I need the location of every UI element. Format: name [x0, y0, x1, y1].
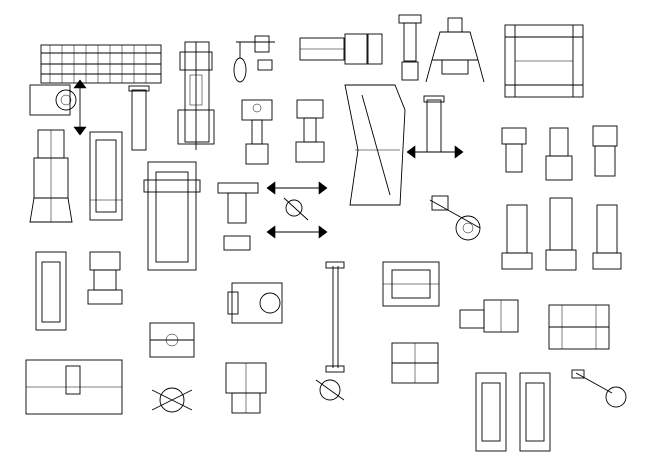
squat-rack-top-b — [519, 372, 551, 452]
barbell-vertical — [325, 261, 345, 373]
dumbbell-rack-top — [40, 44, 162, 84]
weight-rack-top — [25, 359, 123, 415]
leg-curl-side — [459, 299, 519, 333]
crossover-cable-side — [225, 362, 267, 414]
dumbbell-side — [423, 95, 445, 153]
leg-press-machine-top — [29, 84, 77, 116]
flat-bench-press-side — [299, 33, 383, 65]
rowing-machine-top — [35, 251, 67, 331]
bench-flat-top-c — [592, 204, 622, 270]
smith-machine-side — [344, 84, 406, 206]
pull-up-bar-side — [128, 85, 150, 151]
kettlebell-grip-side — [571, 369, 627, 408]
bench-small-top — [501, 127, 527, 173]
arrow-horizontal-lower — [266, 225, 328, 239]
stationary-bike-top — [283, 197, 309, 221]
bike-pedal-top — [315, 379, 345, 401]
treadmill-top-small — [89, 131, 123, 221]
cable-pulley-tower-front — [233, 35, 275, 83]
bench-flat-top-b — [545, 197, 577, 271]
pec-deck-side — [149, 322, 195, 358]
hack-squat-side — [548, 304, 610, 350]
bench-incline-top — [592, 125, 618, 177]
multi-gym-station-side — [177, 41, 215, 150]
elliptical-top — [87, 251, 123, 305]
abdominal-roller-top — [151, 387, 193, 413]
preacher-curl-top — [217, 182, 259, 251]
chest-press-top — [382, 261, 440, 307]
lat-pulldown-top — [295, 99, 325, 163]
squat-rack-top-a — [475, 372, 507, 452]
power-rack-top — [504, 24, 584, 98]
ab-crunch-bench-top — [241, 99, 273, 165]
vertical-cable-column — [398, 14, 422, 81]
exercise-bike-side — [429, 195, 481, 241]
bench-flat-top-a — [501, 204, 533, 270]
inversion-table-side — [391, 342, 439, 384]
treadmill-top-large — [143, 161, 201, 271]
arrow-horizontal-upper — [266, 181, 328, 195]
shoulder-press-front — [425, 17, 485, 83]
seated-row-machine-top — [29, 129, 73, 223]
arrow-vertical-left — [73, 79, 87, 136]
leg-extension-top — [227, 282, 283, 324]
bench-medium-top — [545, 127, 573, 181]
